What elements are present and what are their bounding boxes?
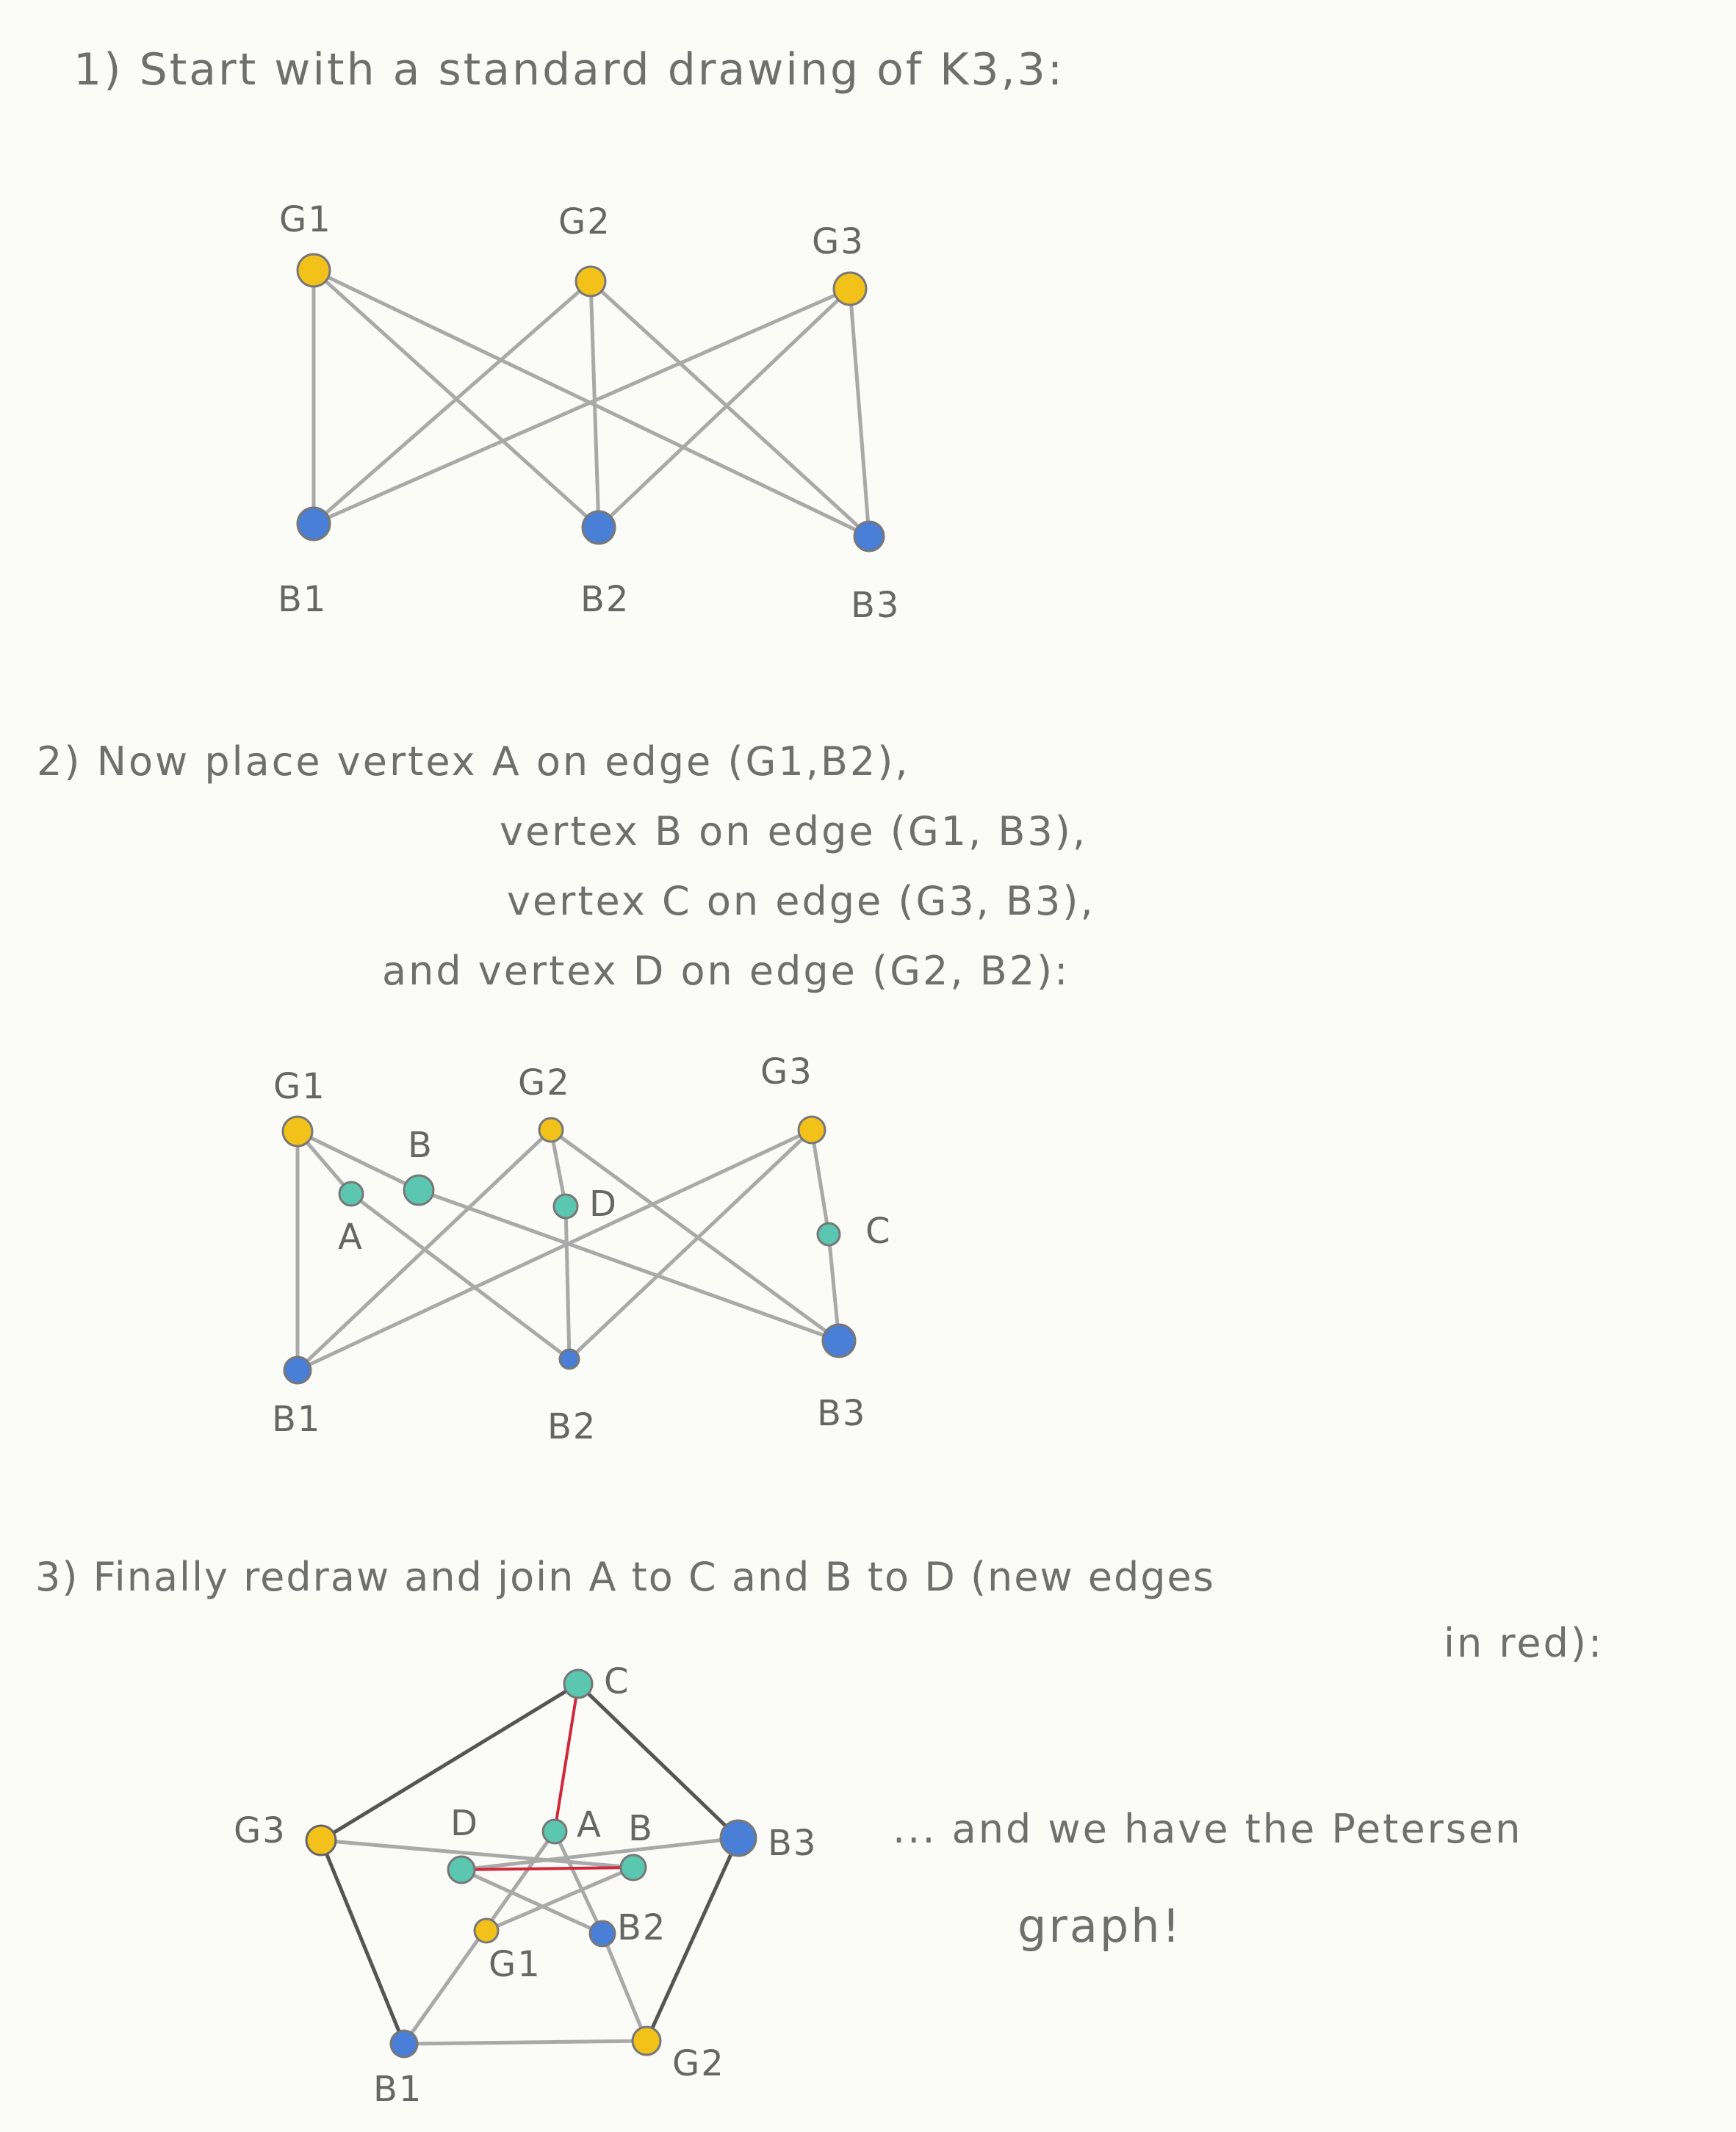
label-b3: B3 xyxy=(768,1823,817,1864)
conclusion-line2: graph! xyxy=(1018,1899,1183,1953)
label-b2: B2 xyxy=(580,579,630,620)
edge-g2-b1 xyxy=(311,279,593,526)
edge-g3-b1 xyxy=(319,1838,406,2046)
edge-b-b3 xyxy=(417,1188,841,1343)
petersen-outer-edges xyxy=(319,1682,741,2046)
vertex-g1 xyxy=(473,1917,500,1944)
vertex-g3 xyxy=(832,271,868,306)
edge-g2-d xyxy=(549,1128,568,1209)
label-g2: G2 xyxy=(518,1062,571,1103)
subdivided-edges xyxy=(295,1128,841,1372)
step2-line2: vertex B on edge (G1, B3), xyxy=(500,808,1087,854)
edge-g3-b1 xyxy=(295,1128,814,1372)
vertex-a xyxy=(338,1181,364,1207)
edge-new-b-d xyxy=(460,1866,635,1871)
label-g2: G2 xyxy=(558,201,611,242)
label-b1: B1 xyxy=(278,579,327,620)
vertex-b2 xyxy=(558,1348,580,1370)
edge-g2-b3 xyxy=(588,279,871,539)
petersen-inner-edges xyxy=(319,1829,741,2046)
vertex-b3 xyxy=(719,1819,757,1857)
label-c: C xyxy=(604,1661,630,1702)
label-d: D xyxy=(589,1184,618,1225)
vertex-b2 xyxy=(588,1920,616,1948)
edge-g1-b xyxy=(295,1129,421,1192)
step3-line2: in red): xyxy=(1444,1620,1604,1666)
edge-d-b2 xyxy=(563,1204,572,1361)
label-g3: G3 xyxy=(812,221,865,262)
edge-c-a-old xyxy=(552,1829,605,1936)
edge-c-g3 xyxy=(319,1682,580,1843)
vertex-g2 xyxy=(575,265,607,298)
vertex-g2 xyxy=(538,1117,564,1143)
vertex-g2 xyxy=(631,2025,662,2056)
edge-g1-b xyxy=(484,1865,635,1933)
edge-a-b2 xyxy=(349,1192,572,1361)
label-a: A xyxy=(338,1217,364,1258)
label-b1: B1 xyxy=(272,1399,321,1440)
label-b: B xyxy=(628,1808,654,1849)
label-g2: G2 xyxy=(672,2043,725,2084)
vertex-g1 xyxy=(281,1115,314,1148)
edge-g3-b2 xyxy=(567,1128,814,1361)
edge-g3-b2 xyxy=(597,287,852,530)
label-c: C xyxy=(865,1211,892,1252)
step2-line3: vertex C on edge (G3, B3), xyxy=(507,878,1095,924)
vertex-g3 xyxy=(797,1115,826,1145)
edge-g2-b1 xyxy=(295,1128,553,1372)
step1-text: 1) Start with a standard drawing of K3,3… xyxy=(73,44,1065,96)
vertex-g1 xyxy=(296,253,331,288)
edge-b1-g2 xyxy=(402,2039,649,2046)
edge-c-b3 xyxy=(826,1232,841,1343)
vertex-b3 xyxy=(821,1323,857,1358)
label-b1: B1 xyxy=(373,2069,422,2110)
label-b3: B3 xyxy=(851,585,900,626)
edge-g3-b1 xyxy=(311,287,852,526)
edge-c-b3 xyxy=(576,1682,741,1840)
edge-g3-c xyxy=(810,1128,831,1236)
vertex-b xyxy=(403,1174,435,1206)
label-g1: G1 xyxy=(489,1944,541,1985)
edge-b3-d xyxy=(459,1836,741,1872)
edge-g2-b2 xyxy=(600,1931,649,2043)
vertex-a xyxy=(541,1818,568,1845)
label-d: D xyxy=(450,1803,479,1844)
label-g3: G3 xyxy=(760,1051,813,1092)
label-a: A xyxy=(577,1804,602,1845)
edge-g3-b xyxy=(319,1838,635,1870)
step2-line1: 2) Now place vertex A on edge (G1,B2), xyxy=(37,738,910,785)
conclusion-line1: ... and we have the Petersen xyxy=(893,1806,1523,1852)
step3-line1: 3) Finally redraw and join A to C and B … xyxy=(35,1554,1215,1600)
vertex-b1 xyxy=(389,2029,419,2059)
label-g1: G1 xyxy=(279,199,332,240)
vertex-b1 xyxy=(296,506,331,541)
petersen-new-edges xyxy=(460,1682,635,1871)
vertex-d xyxy=(447,1855,476,1884)
k33-edges xyxy=(311,268,871,539)
edge-b3-g2 xyxy=(644,1836,741,2043)
label-b2: B2 xyxy=(617,1907,666,1948)
vertex-d xyxy=(552,1193,579,1220)
vertex-g3 xyxy=(305,1824,337,1857)
vertex-b xyxy=(619,1854,647,1881)
label-b3: B3 xyxy=(817,1393,866,1434)
edge-d-b2 xyxy=(459,1868,605,1936)
label-g1: G1 xyxy=(273,1066,326,1107)
edge-g3-b3 xyxy=(848,287,871,539)
label-b2: B2 xyxy=(547,1406,597,1447)
edge-g2-b3 xyxy=(549,1128,841,1343)
vertex-c xyxy=(816,1222,841,1247)
step2-line4: and vertex D on edge (G2, B2): xyxy=(382,948,1070,994)
edge-new-a-c xyxy=(553,1682,580,1833)
vertex-b2 xyxy=(581,510,616,545)
vertex-c xyxy=(563,1668,594,1699)
label-b: B xyxy=(408,1125,433,1166)
vertex-b3 xyxy=(853,520,885,552)
edge-g2-b2 xyxy=(588,279,601,530)
label-g3: G3 xyxy=(234,1810,287,1851)
vertex-b1 xyxy=(283,1355,312,1385)
